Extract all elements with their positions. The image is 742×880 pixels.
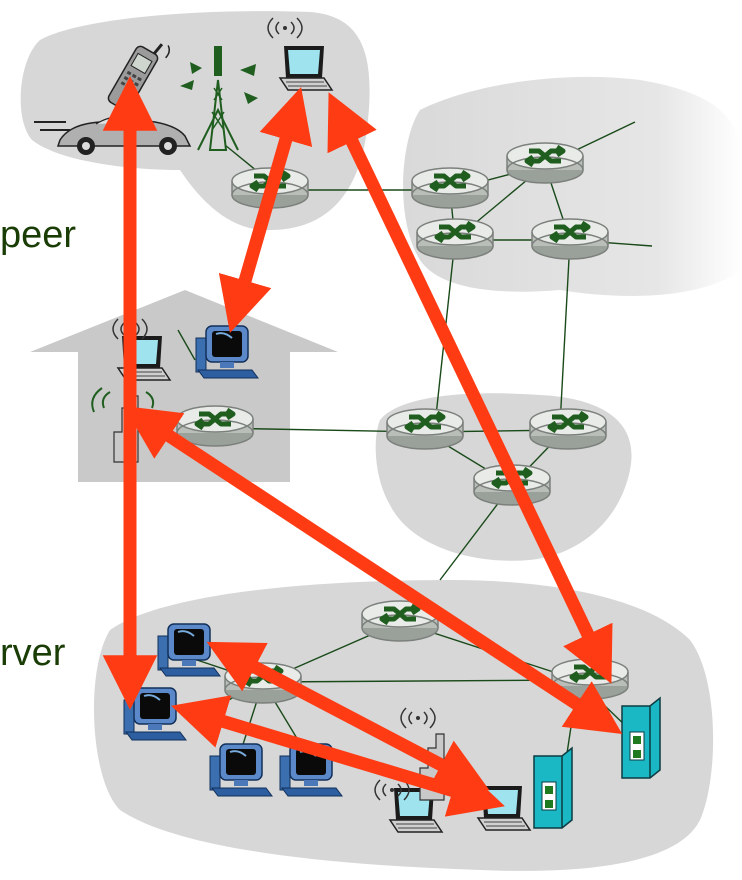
desktop-computer-icon [157,623,221,677]
mobile-network-region [20,11,370,231]
router-icon [417,219,493,259]
desktop-computer-icon [195,325,259,379]
router-icon [532,219,608,259]
server-icon [621,697,661,779]
arrow-home-to-server [123,405,623,735]
desktop-computer-icon [209,743,273,797]
server-icon [533,747,573,829]
router-icon [387,409,463,449]
router-icon [530,409,606,449]
p2p-arrows [102,76,623,817]
router-icon [507,143,583,183]
arrow-desktop-to-laptop-b [171,695,505,817]
arrow-laptop-to-home-desktop [218,87,313,333]
router-icon [177,406,253,446]
peer-label: peer [0,214,77,256]
router-icon [412,168,488,208]
server-label: rver [0,632,66,674]
desktop-computer-icon [123,687,187,741]
